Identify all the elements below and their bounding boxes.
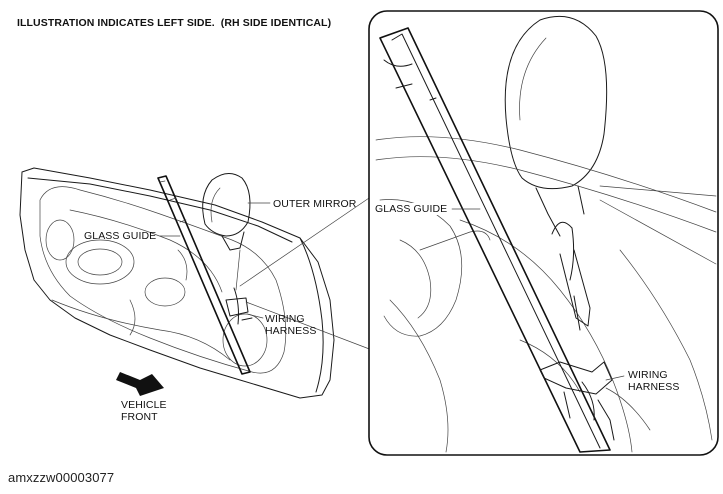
- label-vehicle-front-line1: VEHICLE: [121, 399, 167, 411]
- label-glass-guide-detail: GLASS GUIDE: [375, 203, 448, 215]
- detail-door-lines: [375, 136, 717, 453]
- door-panel: [19, 167, 335, 399]
- label-wiring-harness-line1: WIRING: [265, 313, 305, 325]
- leader-wiring-harness-left: [246, 313, 264, 319]
- label-vehicle-front-line2: FRONT: [121, 411, 158, 423]
- detail-mirror: [504, 15, 608, 237]
- diagram-heading: ILLUSTRATION INDICATES LEFT SIDE. (RH SI…: [17, 17, 332, 29]
- label-outer-mirror: OUTER MIRROR: [273, 198, 357, 210]
- detail-wiring-harness: [539, 221, 651, 441]
- label-wiring-harness-detail-line1: WIRING: [628, 369, 668, 381]
- detail-glass-guide: [379, 27, 611, 453]
- callout-line-upper: [239, 195, 373, 287]
- leader-wiring-harness-detail: [605, 375, 625, 381]
- glass-guide-overview: [157, 175, 251, 375]
- wiring-harness-overview: [225, 249, 253, 325]
- illustration-code: amxzzw00003077: [8, 470, 115, 485]
- callout-line-lower: [245, 301, 373, 351]
- label-wiring-harness-line2: HARNESS: [265, 325, 317, 337]
- outer-mirror: [202, 173, 251, 251]
- detail-frame: [368, 10, 719, 456]
- label-glass-guide: GLASS GUIDE: [84, 230, 157, 242]
- label-wiring-harness-detail-line2: HARNESS: [628, 381, 680, 393]
- vehicle-front-arrow: [116, 372, 164, 396]
